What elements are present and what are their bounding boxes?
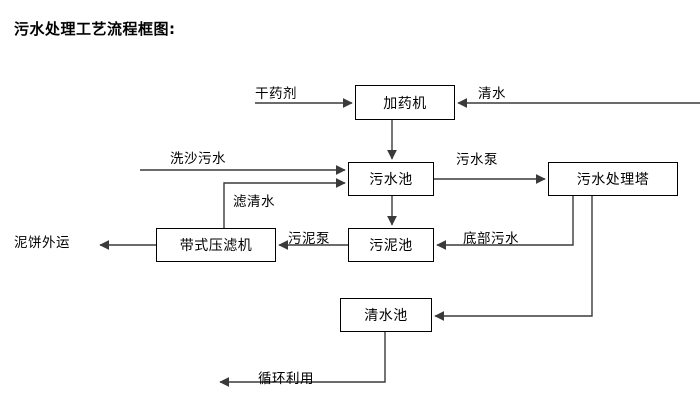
label-clean-water-input: 清水 [478,86,506,102]
page-title: 污水处理工艺流程框图: [14,20,176,38]
node-treatment-tower[interactable]: 污水处理塔 [548,162,678,196]
label-mud-cake-out: 泥饼外运 [14,235,70,251]
label-filtered-clear-water: 滤清水 [233,194,275,210]
label-sludge-pump: 污泥泵 [288,231,330,247]
edge-treatment-tower-to-clear-water-pool [434,196,593,321]
node-dosing-machine[interactable]: 加药机 [355,85,455,120]
edge-filtered-clear-water-to-sewage-pool [223,178,346,228]
label-recycle-reuse: 循环利用 [258,371,314,387]
node-sewage-pool[interactable]: 污水池 [348,162,434,196]
edge-clear-water-pool-recycle-reuse [219,332,386,387]
edge-bottom-sewage-to-sludge-pool [436,196,574,250]
node-sludge-pool[interactable]: 污泥池 [348,228,434,262]
label-bottom-sewage: 底部污水 [463,231,519,247]
label-sewage-pump: 污水泵 [456,152,498,168]
node-clear-water-pool[interactable]: 清水池 [340,298,432,332]
node-belt-filter-press[interactable]: 带式压滤机 [156,228,276,262]
label-sand-wash-sewage: 洗沙污水 [170,151,226,167]
label-dry-chemical: 干药剂 [255,86,297,102]
